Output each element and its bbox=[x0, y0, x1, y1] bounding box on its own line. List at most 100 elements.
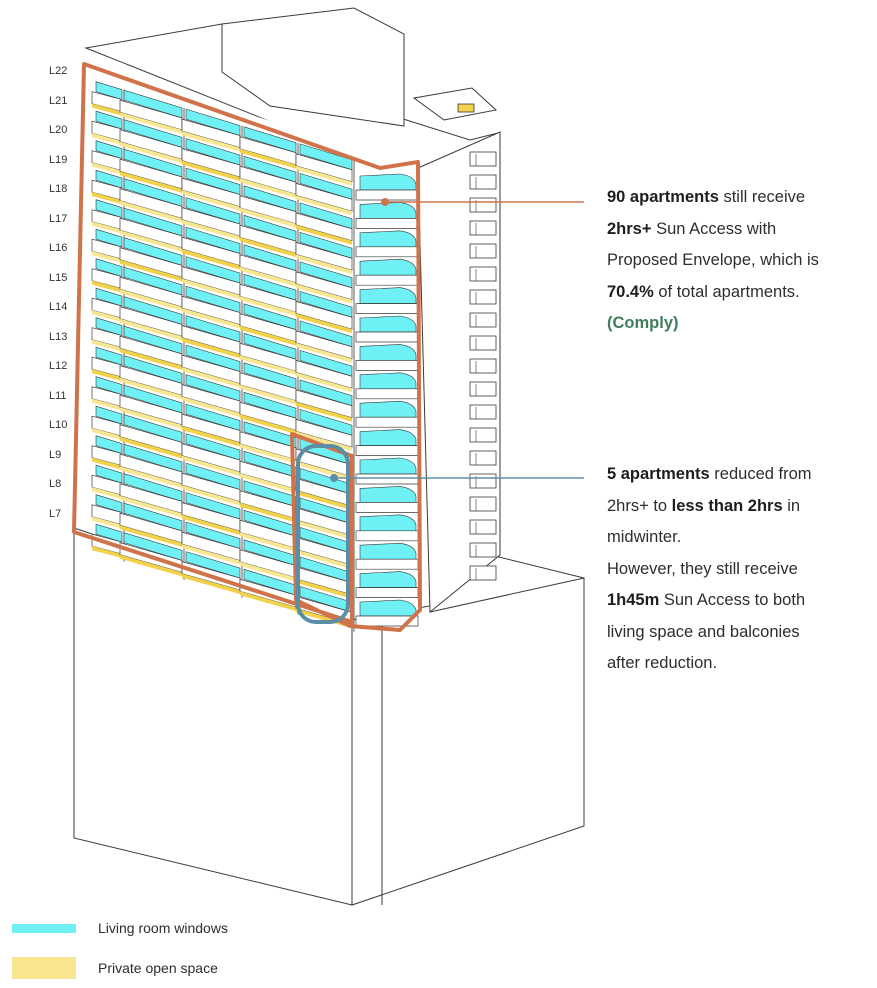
east-balcony bbox=[469, 473, 497, 489]
east-balcony bbox=[469, 496, 497, 512]
rooftop-annex bbox=[412, 87, 498, 121]
reduced-hours: less than 2hrs bbox=[671, 496, 783, 515]
east-balcony bbox=[469, 565, 497, 581]
corner-window bbox=[359, 344, 417, 361]
private-open-space bbox=[120, 525, 182, 547]
annotation-text: Proposed Envelope, which is bbox=[607, 251, 819, 269]
private-open-space bbox=[296, 165, 352, 186]
private-open-space bbox=[92, 487, 122, 500]
private-open-space bbox=[182, 219, 240, 241]
private-open-space bbox=[240, 473, 296, 494]
annotation-text: However, they still receive bbox=[607, 559, 798, 578]
corner-window bbox=[359, 315, 417, 333]
private-open-space bbox=[240, 591, 296, 612]
private-open-space bbox=[92, 457, 122, 470]
corner-balcony bbox=[355, 502, 419, 513]
east-balcony bbox=[469, 542, 497, 558]
annotation-text: Sun Access with bbox=[651, 219, 777, 238]
comply-annotation: 90 apartments still receive 2hrs+ Sun Ac… bbox=[607, 182, 819, 340]
corner-balcony bbox=[355, 246, 419, 258]
private-open-space bbox=[120, 289, 182, 311]
private-open-space bbox=[296, 283, 352, 304]
level-label-l20: L20 bbox=[49, 124, 68, 136]
east-balcony bbox=[469, 312, 497, 328]
private-open-space bbox=[182, 160, 240, 182]
private-open-space bbox=[296, 224, 352, 245]
percentage: 70.4% bbox=[607, 282, 654, 301]
private-open-space bbox=[182, 367, 240, 388]
level-label-l13: L13 bbox=[49, 330, 68, 343]
annotation-text: 2hrs+ to bbox=[607, 496, 672, 515]
annotation-text: in bbox=[782, 496, 801, 515]
private-open-space bbox=[120, 495, 182, 518]
annotation-text: midwinter. bbox=[607, 528, 682, 546]
corner-window bbox=[359, 486, 417, 503]
private-open-space bbox=[182, 485, 240, 506]
private-open-space bbox=[92, 221, 122, 234]
private-open-space bbox=[92, 280, 122, 293]
east-balcony bbox=[469, 358, 497, 374]
annotation-text: of total apartments. bbox=[653, 282, 800, 301]
comply-outline bbox=[72, 62, 422, 632]
corner-window bbox=[359, 599, 417, 617]
level-label-l9: L9 bbox=[49, 448, 62, 461]
private-open-space bbox=[120, 318, 182, 341]
east-balcony bbox=[469, 151, 497, 167]
reduced-leader-dot bbox=[330, 474, 338, 482]
corner-window bbox=[359, 429, 417, 446]
private-open-space bbox=[182, 131, 240, 152]
private-open-space bbox=[296, 313, 352, 334]
legend-label: Private open space bbox=[98, 960, 218, 976]
corner-balcony bbox=[355, 189, 419, 201]
private-open-space bbox=[296, 372, 352, 393]
east-balcony bbox=[469, 266, 497, 282]
reduced-outline bbox=[296, 444, 350, 624]
corner-balcony bbox=[355, 558, 419, 570]
east-balcony bbox=[469, 220, 497, 236]
private-open-space bbox=[240, 296, 296, 317]
corner-window bbox=[359, 542, 417, 560]
private-open-space bbox=[120, 436, 182, 459]
sun-duration: 1h45m bbox=[607, 591, 660, 609]
private-open-space bbox=[296, 608, 352, 629]
level-label-l16: L16 bbox=[49, 242, 68, 254]
corner-window bbox=[359, 230, 417, 248]
annotation-text: still receive bbox=[718, 188, 806, 206]
rooftop-balcony bbox=[457, 103, 475, 113]
private-open-space bbox=[182, 396, 240, 418]
corner-balcony bbox=[355, 303, 419, 314]
private-open-space bbox=[296, 401, 352, 422]
level-label-l11: L11 bbox=[49, 389, 67, 402]
private-open-space bbox=[240, 561, 296, 582]
annotation-text: after reduction. bbox=[607, 654, 718, 672]
private-open-space bbox=[240, 443, 296, 464]
legend-item-open-space: Private open space bbox=[12, 957, 218, 979]
private-open-space bbox=[92, 162, 122, 175]
east-balcony bbox=[469, 243, 497, 259]
apartments-count: 90 apartments bbox=[607, 188, 719, 206]
level-label-l12: L12 bbox=[49, 360, 68, 372]
comply-leader-dot bbox=[381, 198, 389, 206]
private-open-space bbox=[296, 549, 352, 570]
private-open-space bbox=[120, 141, 182, 164]
private-open-space bbox=[120, 112, 182, 134]
corner-window bbox=[359, 258, 417, 276]
level-label-l10: L10 bbox=[49, 419, 68, 431]
reduced-annotation: 5 apartments reduced from 2hrs+ to less … bbox=[607, 459, 812, 680]
private-open-space bbox=[92, 310, 122, 323]
legend-label: Living room windows bbox=[98, 920, 228, 936]
private-open-space bbox=[296, 578, 352, 599]
corner-balcony bbox=[355, 416, 419, 428]
private-open-space bbox=[120, 466, 182, 488]
level-label-l7: L7 bbox=[49, 507, 62, 520]
private-open-space bbox=[120, 554, 182, 577]
corner-window bbox=[359, 457, 417, 475]
level-label-l15: L15 bbox=[49, 271, 68, 284]
rooftop-plant-room bbox=[221, 7, 405, 127]
corner-window bbox=[359, 400, 417, 418]
east-balcony bbox=[469, 519, 497, 535]
private-open-space bbox=[92, 192, 122, 205]
comply-status: (Comply) bbox=[607, 314, 679, 332]
private-open-space bbox=[120, 407, 182, 429]
